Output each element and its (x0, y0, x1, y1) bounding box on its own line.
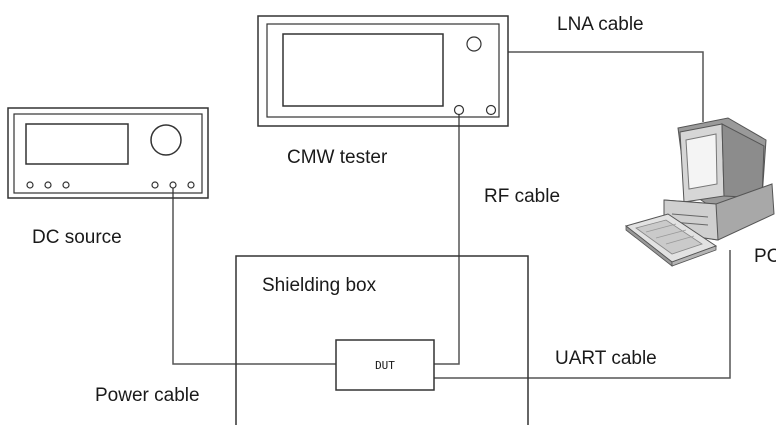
uart-cable-label: UART cable (555, 348, 657, 369)
shielding-box (235, 255, 529, 425)
power-cable-label: Power cable (95, 385, 200, 406)
lna-cable-line (508, 51, 704, 122)
cmw-tester (257, 15, 509, 127)
dc-source-label: DC source (32, 227, 122, 248)
shielding-box-label: Shielding box (262, 275, 377, 296)
dc-output-port (169, 181, 177, 189)
cmw-knob (466, 36, 482, 52)
dc-display (25, 123, 129, 165)
pc-label: PC (754, 246, 776, 267)
rf-cable-line (434, 114, 460, 365)
cmw-tester-label: CMW tester (287, 147, 388, 168)
cmw-screen (282, 33, 444, 107)
pc-computer-icon (624, 117, 775, 267)
rf-cable-label: RF cable (484, 186, 560, 207)
lna-cable-label: LNA cable (557, 14, 644, 35)
dut-label: DUT (375, 359, 395, 372)
dc-source (7, 107, 209, 199)
uart-cable-line (434, 250, 731, 379)
power-cable-line (172, 188, 336, 365)
dc-knob (150, 124, 182, 156)
cmw-rf-port (453, 104, 465, 116)
dut-box (335, 339, 435, 391)
cmw-port (485, 104, 497, 116)
